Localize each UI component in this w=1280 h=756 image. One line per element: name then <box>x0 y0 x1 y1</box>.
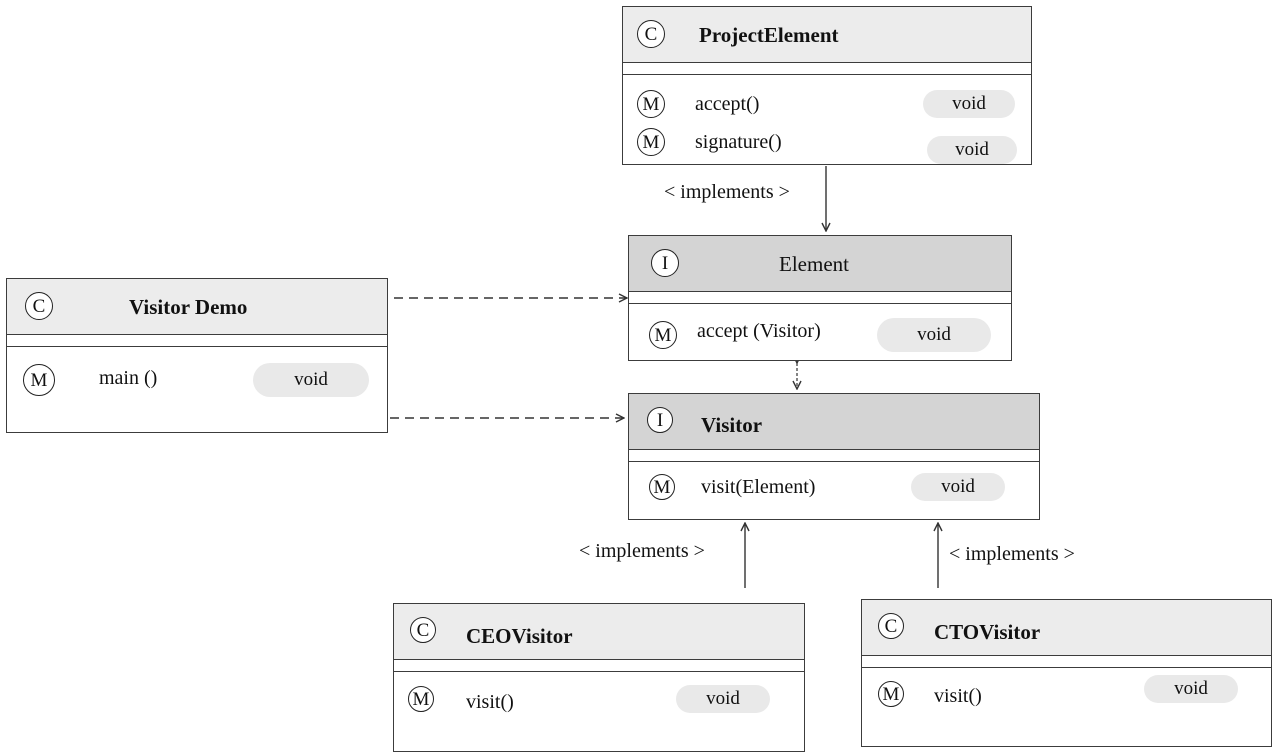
interface-header: I Visitor <box>629 394 1039 450</box>
return-type-pill: void <box>253 363 369 397</box>
method-icon: M <box>408 686 434 712</box>
method-row: M signature() void <box>623 125 1031 164</box>
class-project-element[interactable]: C ProjectElement M accept() void M signa… <box>622 6 1032 165</box>
method-row: M main () void <box>7 363 387 397</box>
method-name: visit(Element) <box>701 476 816 498</box>
class-header: C Visitor Demo <box>7 279 387 335</box>
method-row: M visit() void <box>862 675 1271 712</box>
class-header: C CTOVisitor <box>862 600 1271 656</box>
class-header: C ProjectElement <box>623 7 1031 63</box>
class-name: CEOVisitor <box>466 624 573 648</box>
implements-label: < implements > <box>664 181 790 203</box>
interface-visitor[interactable]: I Visitor M visit(Element) void <box>628 393 1040 520</box>
method-name: accept (Visitor) <box>697 320 821 342</box>
class-ceo-visitor[interactable]: C CEOVisitor M visit() void <box>393 603 805 752</box>
method-icon: M <box>637 90 665 118</box>
method-row: M accept (Visitor) void <box>629 318 1011 352</box>
interface-kind-icon: I <box>647 407 673 433</box>
interface-kind-icon: I <box>651 249 679 277</box>
class-kind-icon: C <box>878 613 904 639</box>
interface-name: Visitor <box>701 413 763 437</box>
class-name: ProjectElement <box>699 23 839 47</box>
return-type-pill: void <box>923 90 1015 118</box>
class-kind-icon: C <box>410 617 436 643</box>
return-type-pill: void <box>877 318 991 352</box>
method-name: main () <box>99 367 158 389</box>
class-cto-visitor[interactable]: C CTOVisitor M visit() void <box>861 599 1272 747</box>
interface-name: Element <box>779 252 849 276</box>
interface-element[interactable]: I Element M accept (Visitor) void <box>628 235 1012 361</box>
method-name: signature() <box>695 131 782 153</box>
class-header: C CEOVisitor <box>394 604 804 660</box>
class-kind-icon: C <box>637 20 665 48</box>
attributes-section <box>623 63 1031 75</box>
attributes-section <box>7 335 387 347</box>
method-icon: M <box>23 364 55 396</box>
implements-label: < implements > <box>579 540 705 562</box>
method-name: visit() <box>466 691 514 713</box>
attributes-section <box>629 292 1011 304</box>
method-icon: M <box>649 474 675 500</box>
method-icon: M <box>878 681 904 707</box>
class-name: CTOVisitor <box>934 620 1041 644</box>
attributes-section <box>394 660 804 672</box>
class-visitor-demo[interactable]: C Visitor Demo M main () void <box>6 278 388 433</box>
method-icon: M <box>637 128 665 156</box>
return-type-pill: void <box>911 473 1005 501</box>
method-row: M visit() void <box>394 682 804 716</box>
implements-label: < implements > <box>949 543 1075 565</box>
return-type-pill: void <box>676 685 770 713</box>
attributes-section <box>862 656 1271 668</box>
attributes-section <box>629 450 1039 462</box>
return-type-pill: void <box>927 136 1017 164</box>
interface-header: I Element <box>629 236 1011 292</box>
method-name: accept() <box>695 93 760 115</box>
class-name: Visitor Demo <box>129 295 248 319</box>
return-type-pill: void <box>1144 675 1238 703</box>
class-kind-icon: C <box>25 292 53 320</box>
method-row: M accept() void <box>623 87 1031 121</box>
method-row: M visit(Element) void <box>629 470 1039 504</box>
method-name: visit() <box>934 685 982 707</box>
method-icon: M <box>649 321 677 349</box>
